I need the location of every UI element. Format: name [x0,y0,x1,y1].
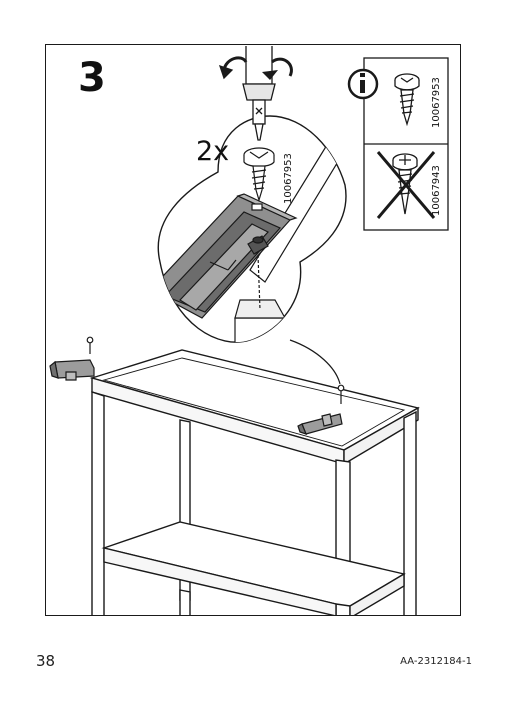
screw-part-number: 10067953 [283,153,294,204]
wrong-screw-part-number: 10067943 [431,165,442,216]
correct-screw-icon [394,73,420,127]
quantity-label: 2x [196,136,230,167]
cross-mark-icon [376,151,436,219]
bracket-left [49,336,95,381]
shelf-unit [89,349,420,615]
instruction-frame [45,44,461,616]
page-number: 38 [36,652,56,670]
correct-screw-part-number: 10067953 [431,77,442,128]
info-panel [347,57,449,231]
info-icon [347,68,379,100]
screw-icon [243,147,275,203]
detail-zoom [157,115,347,343]
document-code: AA-2312184-1 [400,656,472,667]
step-number: 3 [78,55,106,101]
bracket-right [297,384,345,435]
screwdriver-icon [218,46,293,141]
